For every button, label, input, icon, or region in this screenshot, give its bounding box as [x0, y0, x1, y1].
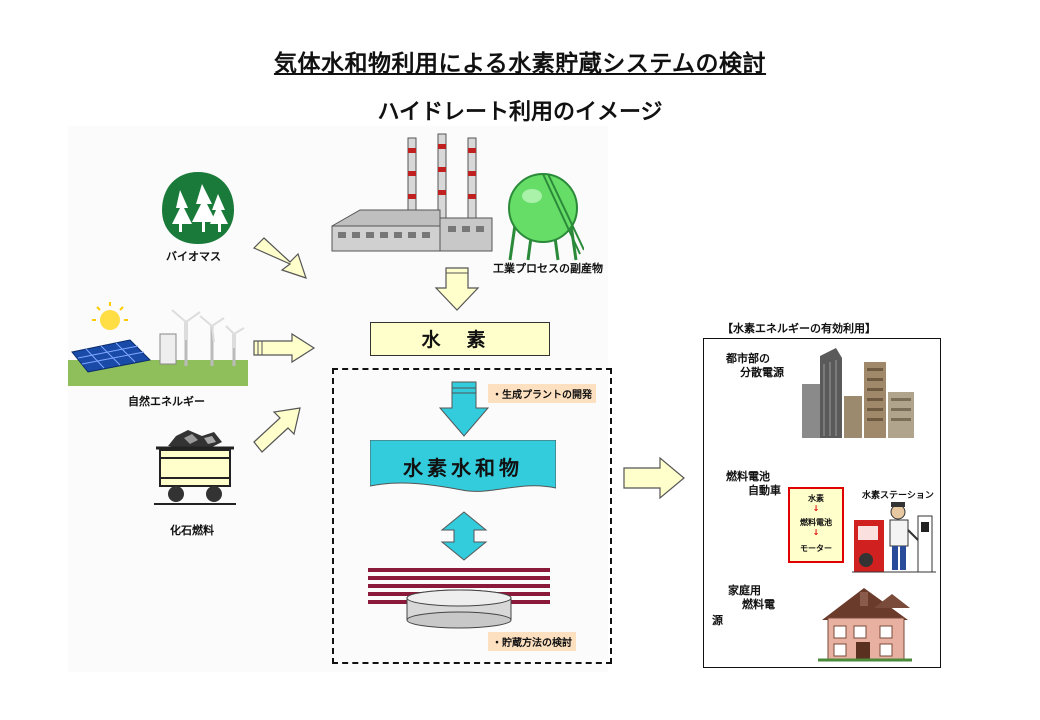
fossil-fuel-label: 化石燃料	[170, 524, 214, 537]
page-subtitle: ハイドレート利用のイメージ	[377, 100, 663, 125]
arrow-fossil-icon	[253, 407, 301, 453]
arrow-updown-cyan-icon	[440, 511, 488, 561]
biomass-label: バイオマス	[166, 250, 221, 263]
uses-title: 【水素エネルギーの有効利用】	[722, 322, 876, 335]
gas-tank-icon	[508, 173, 584, 261]
hydrogen-station-label: 水素ステーション	[862, 491, 934, 501]
arrow-natural-icon	[253, 332, 316, 364]
storage-method-tag: ・貯蔵方法の検討	[488, 632, 576, 651]
flow-motor: モーター	[800, 544, 832, 553]
arrow-down-factory-icon	[434, 267, 480, 311]
urban-power-label: 都市部の 分散電源	[726, 352, 784, 379]
house-icon	[818, 588, 912, 662]
storage-tank-icon	[368, 568, 550, 629]
fossil-fuel-icon	[154, 430, 236, 505]
flow-fuel-cell: 燃料電池	[800, 518, 832, 527]
flow-arrow-1: ↓	[812, 504, 820, 513]
hydrate-banner	[370, 440, 556, 492]
natural-energy-icon	[68, 302, 248, 386]
arrow-biomass-icon	[252, 237, 307, 279]
hydrate-label: 水素水和物	[403, 456, 523, 480]
page-title: 気体水和物利用による水素貯蔵システムの検討	[273, 51, 767, 77]
hydrate-process-box	[332, 368, 612, 664]
fcv-label: 燃料電池 自動車	[726, 470, 781, 497]
flow-hydrogen: 水素	[808, 494, 824, 503]
industrial-byproduct-label: 工業プロセスの副産物	[493, 262, 603, 275]
arrow-down-cyan-icon	[438, 381, 490, 437]
plant-development-tag: ・生成プラントの開発	[488, 384, 596, 403]
flow-arrow-2: ↓	[812, 528, 820, 537]
city-buildings-icon	[802, 348, 914, 438]
home-fuel-cell-label: 家庭用 燃料電	[728, 584, 775, 611]
hydrogen-box: 水素	[370, 322, 550, 356]
natural-energy-label: 自然エネルギー	[128, 395, 205, 408]
factory-icon	[331, 133, 493, 252]
arrow-right-uses-icon	[623, 456, 685, 500]
biomass-icon	[162, 172, 234, 244]
home-fuel-cell-label-end: 源	[712, 614, 723, 627]
hydrogen-station-icon	[852, 502, 936, 573]
fuel-cell-flow-box: 水素 ↓ 燃料電池 ↓ モーター	[788, 487, 844, 563]
